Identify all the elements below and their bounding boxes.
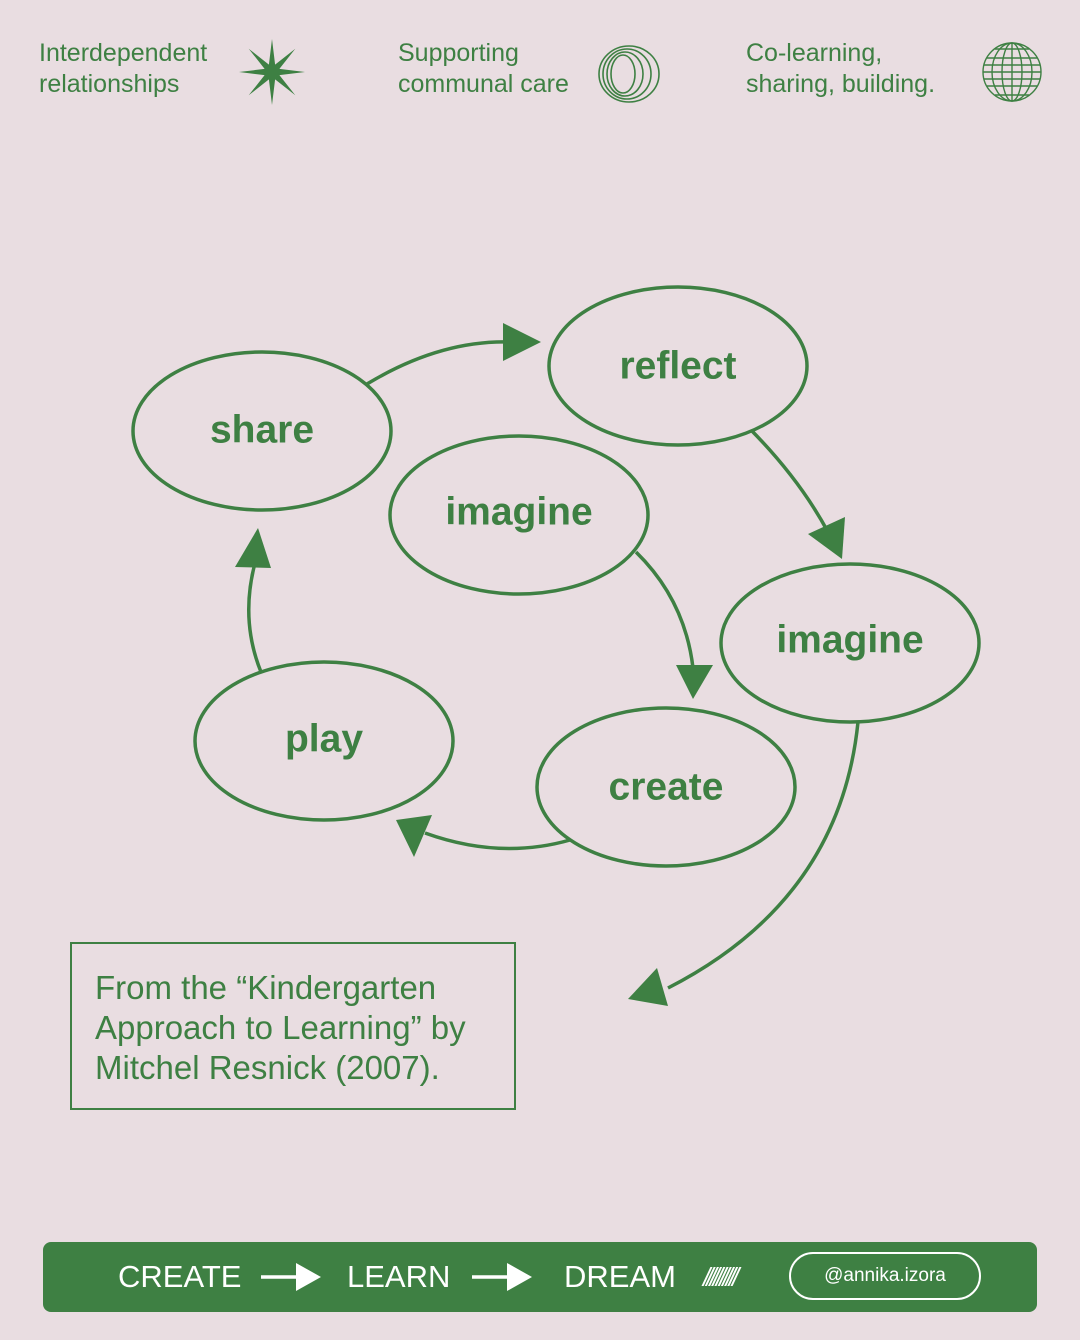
concentric-rings-icon — [598, 45, 660, 103]
right-arrow-icon — [261, 1263, 321, 1291]
connector-inner-imagine-to-create — [634, 550, 695, 669]
connector-reflect-to-imagine — [750, 429, 830, 533]
footer-word-create: CREATE — [118, 1259, 242, 1294]
node-imagine-inner — [388, 434, 650, 596]
header-item-communal-care: Supporting communal care — [398, 38, 569, 100]
node-label-play: play — [285, 718, 363, 761]
arrowhead — [808, 517, 845, 559]
citation-line: Mitchel Resnick (2007). — [95, 1049, 440, 1086]
node-label-reflect: reflect — [619, 345, 736, 388]
citation-box: From the “Kindergarten Approach to Learn… — [70, 942, 516, 1110]
header-line: communal care — [398, 70, 569, 98]
header-line: Co-learning, — [746, 39, 883, 67]
connector-play-to-share — [247, 562, 263, 673]
node-create — [535, 706, 797, 868]
arrowhead — [676, 665, 713, 699]
arrowhead — [628, 968, 668, 1006]
header-line: sharing, building. — [746, 70, 936, 98]
arrowhead — [235, 528, 271, 568]
node-imagine-outer — [719, 562, 981, 724]
header-item-co-learning: Co-learning, sharing, building. — [746, 38, 935, 100]
citation-line: Approach to Learning” by — [95, 1009, 466, 1046]
node-label-share: share — [210, 409, 314, 452]
connector-imagine-to-exit — [667, 721, 860, 990]
header-item-interdependent: Interdependent relationships — [39, 38, 207, 100]
header-line: relationships — [39, 70, 180, 98]
starburst-icon — [239, 39, 305, 105]
connector-share-to-reflect — [366, 340, 511, 386]
arrowhead — [503, 323, 541, 361]
social-handle-button[interactable]: @annika.izora — [789, 1252, 981, 1300]
globe-icon — [982, 42, 1042, 102]
node-share — [131, 350, 393, 512]
footer-bar: CREATE LEARN DREAM ////////// @annika.iz… — [43, 1242, 1037, 1312]
decorative-slashes: ////////// — [703, 1262, 739, 1292]
footer-word-learn: LEARN — [347, 1259, 451, 1294]
node-label-imagine-outer: imagine — [776, 619, 923, 662]
header-line: Interdependent — [39, 39, 208, 67]
header-line: Supporting — [398, 39, 519, 67]
citation-line: From the “Kindergarten — [95, 969, 437, 1006]
node-label-create: create — [609, 766, 724, 809]
node-label-imagine-inner: imagine — [445, 491, 592, 534]
footer-word-dream: DREAM — [564, 1259, 676, 1294]
node-reflect — [547, 285, 809, 447]
arrowhead — [396, 815, 432, 857]
node-play — [193, 660, 455, 822]
right-arrow-icon — [472, 1263, 532, 1291]
connector-create-to-play — [424, 831, 571, 851]
